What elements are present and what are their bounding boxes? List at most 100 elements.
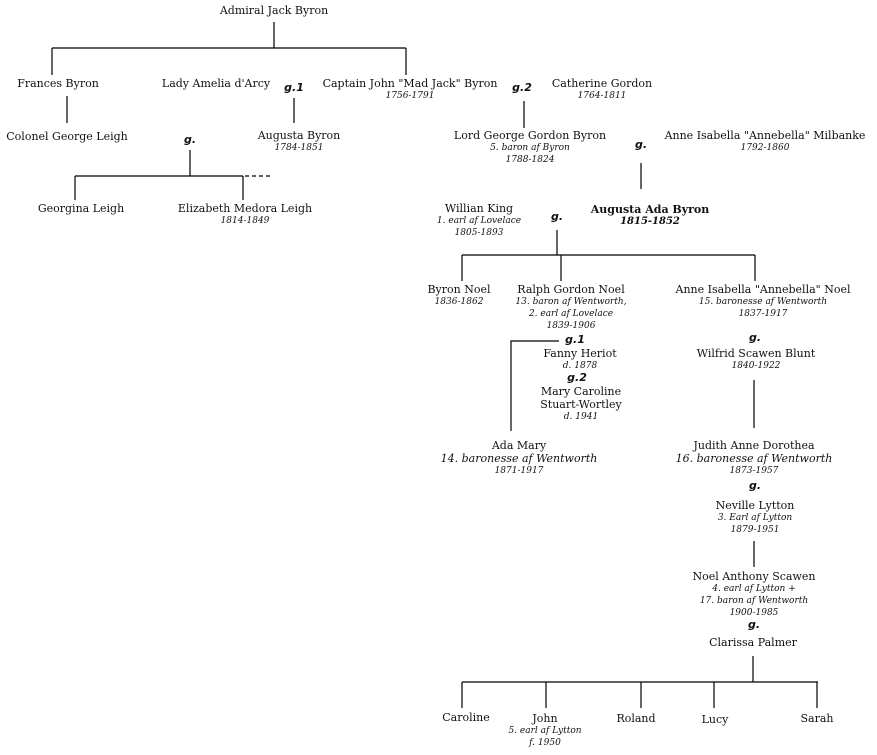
person-roland: Roland bbox=[616, 712, 655, 725]
person-name: Noel Anthony Scawen bbox=[692, 570, 816, 583]
person-name: Frances Byron bbox=[17, 77, 99, 90]
person-dates: 1836-1862 bbox=[434, 297, 484, 307]
person-name: Ada Mary bbox=[491, 439, 547, 452]
person-name: Byron Noel bbox=[427, 283, 491, 296]
person-name: Wilfrid Scawen Blunt bbox=[696, 347, 816, 360]
person-admiral-jack-byron: Admiral Jack Byron bbox=[220, 4, 328, 17]
person-dates: 1840-1922 bbox=[731, 361, 781, 371]
person-name: Fanny Heriot bbox=[543, 347, 617, 360]
person-name: Lady Amelia d'Arcy bbox=[161, 77, 271, 90]
connector bbox=[51, 22, 407, 75]
person-dates: 1837-1917 bbox=[738, 309, 788, 319]
person-title: 5. baron af Byron bbox=[490, 143, 570, 153]
marriage-label-g: g. bbox=[748, 331, 762, 344]
person-dates: 1814-1849 bbox=[220, 216, 270, 226]
person-title: 1. earl af Lovelace bbox=[436, 216, 522, 226]
person-name: John bbox=[532, 712, 558, 725]
person-title: 5. earl af Lytton bbox=[508, 726, 582, 736]
person-dates: 1879-1951 bbox=[730, 525, 780, 535]
person-title: 14. baronesse af Wentworth bbox=[440, 452, 598, 465]
person-name: Captain John "Mad Jack" Byron bbox=[322, 77, 498, 90]
person-name: Clarissa Palmer bbox=[709, 636, 797, 649]
person-amelia-darcy: Lady Amelia d'Arcy bbox=[162, 77, 270, 90]
person-name: Neville Lytton bbox=[715, 499, 795, 512]
marriage-label-g1: g.1 bbox=[284, 81, 304, 94]
person-georgina-leigh: Georgina Leigh bbox=[38, 202, 124, 215]
connector bbox=[461, 656, 818, 708]
person-name: Willian King bbox=[444, 202, 514, 215]
person-dates: 1871-1917 bbox=[494, 466, 544, 476]
person-name: Lord George Gordon Byron bbox=[453, 129, 607, 142]
marriage-label-g2: g.2 bbox=[512, 81, 532, 94]
person-dates: 1815-1852 bbox=[620, 216, 680, 227]
connector bbox=[74, 150, 244, 200]
person-name: Catherine Gordon bbox=[551, 77, 653, 90]
person-name: Caroline bbox=[442, 711, 490, 724]
person-name: Judith Anne Dorothea bbox=[693, 439, 815, 452]
person-dates: 1756-1791 bbox=[385, 91, 435, 101]
person-name: Anne Isabella "Annebella" Milbanke bbox=[664, 129, 866, 142]
person-dates: 1805-1893 bbox=[454, 228, 504, 238]
person-name: Elizabeth Medora Leigh bbox=[177, 202, 313, 215]
person-lucy: Lucy bbox=[702, 713, 729, 726]
person-dates: 1873-1957 bbox=[729, 466, 779, 476]
person-title: 2. earl af Lovelace bbox=[528, 309, 614, 319]
connector bbox=[461, 230, 756, 281]
person-name: Augusta Ada Byron bbox=[590, 203, 710, 216]
person-name: Stuart-Wortley bbox=[540, 398, 622, 411]
person-dates: f. 1950 bbox=[529, 738, 561, 748]
person-title: 3. Earl af Lytton bbox=[717, 513, 793, 523]
person-caroline: Caroline bbox=[442, 711, 490, 724]
marriage-label-g: g. bbox=[550, 210, 564, 223]
person-name: Colonel George Leigh bbox=[6, 130, 128, 143]
marriage-label-g: g. bbox=[634, 138, 648, 151]
marriage-label-g: g. bbox=[183, 133, 197, 146]
connector bbox=[510, 340, 559, 431]
person-name: Lucy bbox=[701, 713, 729, 726]
person-name: Ralph Gordon Noel bbox=[517, 283, 625, 296]
person-name: Anne Isabella "Annebella" Noel bbox=[675, 283, 851, 296]
person-title: 16. baronesse af Wentworth bbox=[675, 452, 833, 465]
person-title: 13. baron af Wentworth, bbox=[515, 297, 627, 307]
person-dates: d. 1941 bbox=[563, 412, 599, 422]
person-dates: 1788-1824 bbox=[505, 155, 555, 165]
person-title: 4. earl af Lytton + bbox=[712, 584, 796, 594]
person-title: 17. baron af Wentworth bbox=[699, 596, 809, 606]
person-dates: 1900-1985 bbox=[729, 608, 779, 618]
person-dates: 1792-1860 bbox=[740, 143, 790, 153]
person-name: Georgina Leigh bbox=[37, 202, 125, 215]
person-name: Sarah bbox=[800, 712, 834, 725]
marriage-label-g: g. bbox=[747, 618, 761, 631]
person-dates: 1839-1906 bbox=[546, 321, 596, 331]
person-dates: 1764-1811 bbox=[577, 91, 627, 101]
person-title: 15. baronesse af Wentworth bbox=[698, 297, 828, 307]
marriage-label-g2: g.2 bbox=[567, 371, 587, 384]
person-name: Augusta Byron bbox=[257, 129, 341, 142]
marriage-label-g: g. bbox=[748, 479, 762, 492]
person-name: Admiral Jack Byron bbox=[219, 4, 329, 17]
person-name: Roland bbox=[616, 712, 656, 725]
marriage-label-g1: g.1 bbox=[565, 333, 585, 346]
person-dates: 1784-1851 bbox=[274, 143, 324, 153]
person-sarah: Sarah bbox=[801, 712, 834, 725]
person-name: Mary Caroline bbox=[540, 385, 622, 398]
